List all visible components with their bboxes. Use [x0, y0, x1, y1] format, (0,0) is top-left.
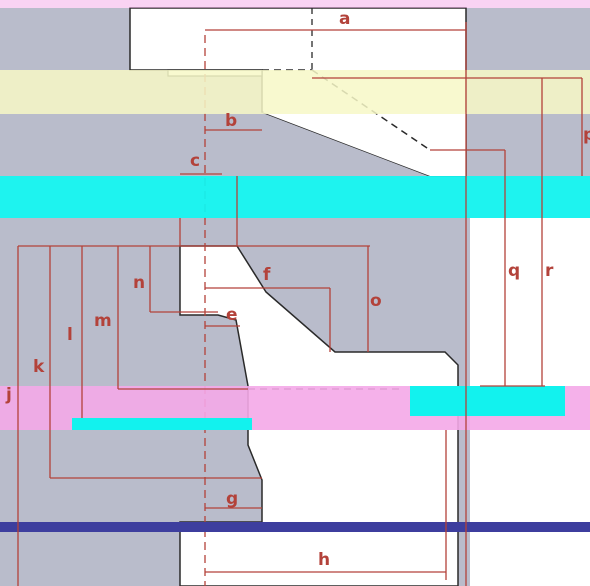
- label-b: b: [225, 111, 237, 131]
- label-m: m: [94, 311, 112, 331]
- artifact-blue-band: [0, 522, 590, 532]
- label-c: c: [190, 151, 200, 171]
- artifact-yellow-band: [0, 70, 590, 114]
- label-n: n: [133, 273, 145, 293]
- label-k: k: [33, 357, 45, 377]
- artifact-cyan-band-upper: [0, 176, 590, 218]
- label-g: g: [226, 489, 238, 509]
- artifact-cyan-strip: [72, 418, 252, 430]
- artifact-cyan-band-lower: [410, 386, 565, 416]
- dimension-lines: [17, 22, 583, 586]
- label-o: o: [370, 291, 382, 311]
- label-l: l: [67, 325, 73, 345]
- label-f: f: [263, 265, 271, 285]
- label-h: h: [318, 550, 330, 570]
- artifact-pink-top: [0, 0, 590, 8]
- label-p: p: [583, 125, 590, 145]
- label-r: r: [545, 261, 554, 281]
- label-j: j: [5, 385, 12, 405]
- label-e: e: [226, 305, 238, 325]
- label-a: a: [339, 9, 350, 29]
- label-q: q: [508, 261, 520, 281]
- upper-part-chamfer-fill: [262, 112, 466, 176]
